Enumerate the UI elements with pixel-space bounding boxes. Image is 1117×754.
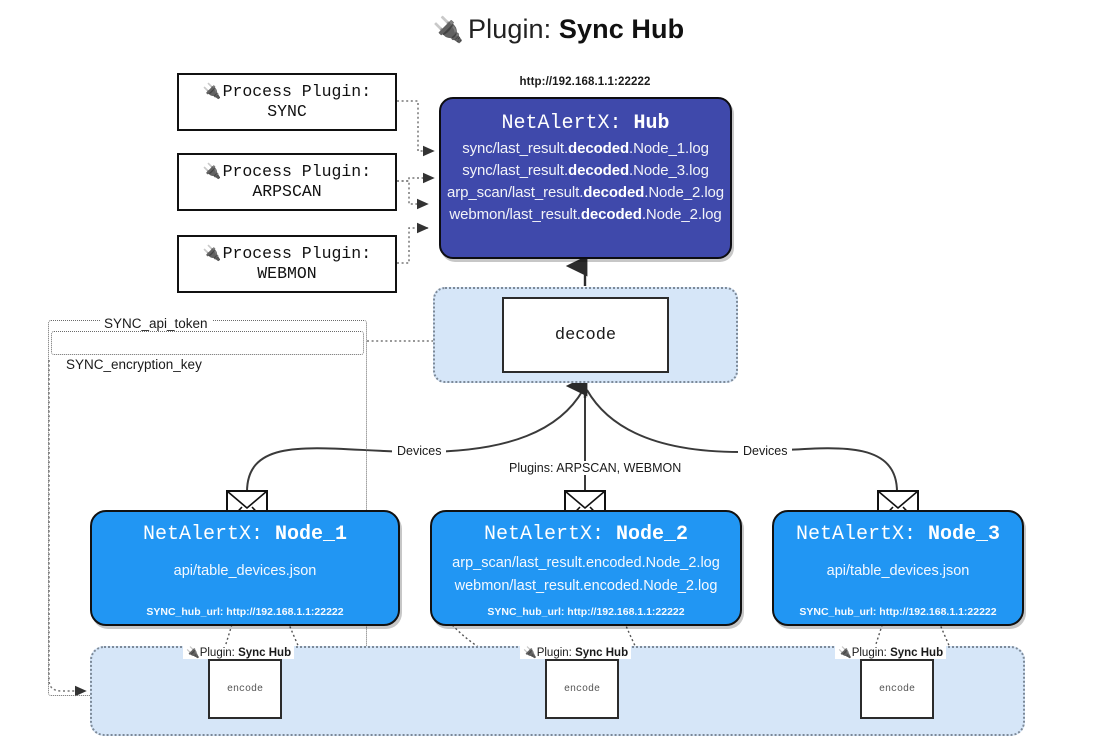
page-title-prefix: Plugin:: [468, 14, 559, 44]
decode-box[interactable]: decode: [502, 297, 669, 373]
hub-log-mid: decoded: [580, 206, 642, 223]
sync-encryption-key-group: [48, 320, 367, 696]
hub-title-prefix: NetAlertX:: [501, 112, 634, 135]
encode-box-node-3[interactable]: encode: [860, 659, 934, 719]
hub-log-mid: decoded: [583, 184, 645, 201]
sync-api-token-group: [51, 331, 364, 355]
process-plugin-webmon-name: WEBMON: [257, 264, 317, 283]
node-line: webmon/last_result.encoded.Node_2.log: [454, 578, 718, 594]
node-title: NetAlertX: Node_2: [432, 523, 740, 546]
node-line: api/table_devices.json: [826, 563, 970, 579]
encode-box-node-2[interactable]: encode: [545, 659, 619, 719]
plugin-tag-name: Sync Hub: [890, 647, 944, 659]
hub-log-line: sync/last_result.decoded.Node_3.log: [441, 162, 730, 179]
sync-encryption-key-label: SYNC_encryption_key: [62, 357, 206, 372]
page-title-name: Sync Hub: [558, 14, 685, 44]
edge-label-devices-right: Devices: [738, 444, 793, 458]
hub-log-pre: arp_scan/last_result.: [446, 184, 584, 201]
sync-api-token-label: SYNC_api_token: [100, 316, 212, 331]
electric-plug-icon: 🔌: [186, 647, 200, 659]
hub-title: NetAlertX: Hub: [441, 112, 730, 135]
process-plugin-arpscan-name: ARPSCAN: [252, 182, 322, 201]
plugin-tag-prefix: Plugin:: [851, 647, 891, 659]
electric-plug-icon: 🔌: [838, 647, 852, 659]
plugin-tag-node-2: 🔌Plugin: Sync Hub: [520, 646, 632, 659]
process-plugin-sync-label: Process Plugin:: [222, 82, 372, 101]
hub-log-line: webmon/last_result.decoded.Node_2.log: [441, 206, 730, 223]
page-title: 🔌Plugin: Sync Hub: [0, 14, 1117, 45]
hub-log-post: .Node_1.log: [629, 140, 709, 157]
hub-log-mid: decoded: [568, 162, 630, 179]
node-title-prefix: NetAlertX:: [795, 523, 928, 546]
plugin-tag-node-3: 🔌Plugin: Sync Hub: [835, 646, 947, 659]
hub-url-label: http://192.168.1.1:22222: [519, 76, 651, 88]
hub-log-pre: sync/last_result.: [462, 162, 569, 179]
hub-log-line: sync/last_result.decoded.Node_1.log: [441, 140, 730, 157]
node-card-node-3[interactable]: NetAlertX: Node_3 api/table_devices.json…: [772, 510, 1024, 626]
hub-log-line: arp_scan/last_result.decoded.Node_2.log: [441, 184, 730, 201]
node-title-name: Node_3: [928, 523, 1001, 546]
hub-log-post: .Node_2.log: [641, 206, 722, 223]
process-plugin-webmon-box[interactable]: 🔌Process Plugin:WEBMON: [177, 235, 397, 293]
node-card-node-1[interactable]: NetAlertX: Node_1 api/table_devices.json…: [90, 510, 400, 626]
hub-log-pre: webmon/last_result.: [449, 206, 581, 223]
electric-plug-icon: 🔌: [523, 647, 537, 659]
electric-plug-icon: 🔌: [202, 245, 222, 262]
electric-plug-icon: 🔌: [202, 163, 222, 180]
node-card-node-2[interactable]: NetAlertX: Node_2 arp_scan/last_result.e…: [430, 510, 742, 626]
hub-log-post: .Node_2.log: [644, 184, 725, 201]
node-title-name: Node_2: [616, 523, 689, 546]
node-line: arp_scan/last_result.encoded.Node_2.log: [452, 555, 720, 571]
plugin-tag-name: Sync Hub: [238, 647, 292, 659]
process-plugin-arpscan-label: Process Plugin:: [222, 162, 372, 181]
process-plugin-sync-box[interactable]: 🔌Process Plugin:SYNC: [177, 73, 397, 131]
node-hub-url-label: SYNC_hub_url: http://192.168.1.1:22222: [487, 606, 685, 618]
encode-box-node-1[interactable]: encode: [208, 659, 282, 719]
hub-log-post: .Node_3.log: [629, 162, 709, 179]
hub-node[interactable]: NetAlertX: Hub sync/last_result.decoded.…: [439, 97, 732, 259]
plugin-tag-node-1: 🔌Plugin: Sync Hub: [183, 646, 295, 659]
node-line: api/table_devices.json: [173, 563, 317, 579]
node-title: NetAlertX: Node_3: [774, 523, 1022, 546]
node-hub-url-label: SYNC_hub_url: http://192.168.1.1:22222: [799, 606, 997, 618]
node-title: NetAlertX: Node_1: [92, 523, 398, 546]
electric-plug-icon: 🔌: [202, 83, 222, 100]
node-title-prefix: NetAlertX:: [483, 523, 616, 546]
hub-log-pre: sync/last_result.: [462, 140, 569, 157]
hub-log-mid: decoded: [568, 140, 630, 157]
node-title-prefix: NetAlertX:: [142, 523, 275, 546]
edge-label-devices-left: Devices: [392, 444, 447, 458]
process-plugin-sync-name: SYNC: [267, 102, 307, 121]
plugin-tag-prefix: Plugin:: [536, 647, 576, 659]
edge-label-plugins: Plugins: ARPSCAN, WEBMON: [504, 461, 687, 475]
node-hub-url-label: SYNC_hub_url: http://192.168.1.1:22222: [146, 606, 344, 618]
plugin-tag-prefix: Plugin:: [199, 647, 239, 659]
process-plugin-arpscan-box[interactable]: 🔌Process Plugin:ARPSCAN: [177, 153, 397, 211]
node-title-name: Node_1: [275, 523, 348, 546]
process-plugin-webmon-label: Process Plugin:: [222, 244, 372, 263]
plugin-tag-name: Sync Hub: [575, 647, 629, 659]
electric-plug-icon: 🔌: [432, 16, 465, 44]
hub-title-name: Hub: [633, 112, 670, 135]
